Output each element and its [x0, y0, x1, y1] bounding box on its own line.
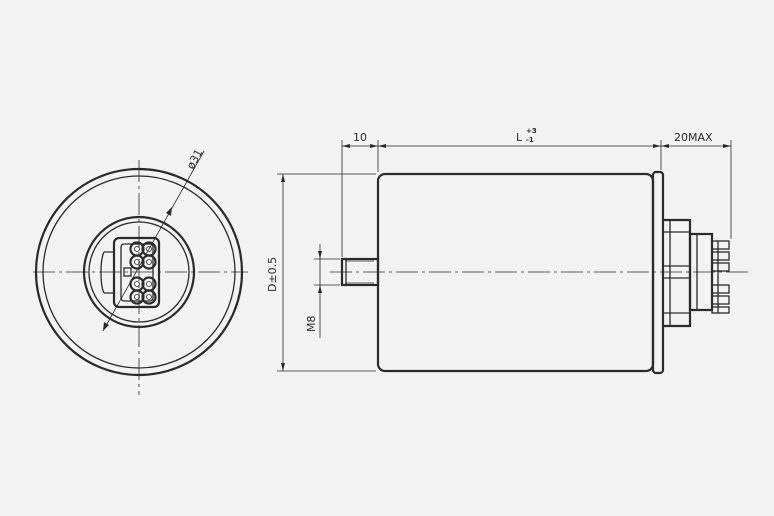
arrow-terminal-right [723, 144, 731, 148]
arrow-thread-top [318, 251, 322, 259]
connector-block [112, 236, 161, 309]
outer-flange-ring [34, 167, 244, 377]
end-view: ø31 [33, 147, 248, 395]
arrow-diameter-top [281, 174, 285, 182]
terminal-housing-circle [82, 215, 196, 329]
thread-label: M8 [305, 316, 318, 333]
side-view: 10 L +3 -1 20MAX D±0.5 M8 [266, 127, 748, 375]
body-tolerance-upper: +3 [526, 127, 537, 135]
capacitor-body [376, 172, 655, 373]
stud-length-label: 10 [353, 131, 367, 144]
diameter-arrow-lower [103, 322, 109, 331]
can-body-ring [42, 175, 236, 369]
m8-threaded-stud [340, 257, 380, 287]
connector-latch [100, 251, 114, 294]
end-view-diameter-label: ø31 [184, 147, 205, 171]
diameter-label: D±0.5 [266, 257, 279, 292]
terminal-housing [663, 218, 692, 328]
arrow-diameter-bottom [281, 363, 285, 371]
body-tolerance-lower: -1 [526, 136, 534, 144]
body-length-label: L [516, 131, 523, 144]
terminal-lobes-lower [129, 276, 157, 305]
polarity-mark [123, 267, 132, 277]
end-flange [651, 170, 665, 375]
arrow-body-right [653, 144, 661, 148]
arrow-stud-left [342, 144, 350, 148]
arrow-stud-right [370, 144, 378, 148]
arrow-terminal-left [661, 144, 669, 148]
terminal-max-label: 20MAX [674, 131, 713, 144]
diameter-arrow-upper [166, 207, 172, 216]
terminal-lobes-upper [129, 241, 157, 270]
terminal-fingers [711, 240, 730, 314]
connector-body [688, 232, 714, 312]
diameter-leader-line [102, 150, 205, 332]
connector-block-inner [120, 243, 154, 302]
arrow-thread-bottom [318, 285, 322, 293]
terminal-housing-inner-circle [88, 221, 190, 323]
arrow-body-left [378, 144, 386, 148]
